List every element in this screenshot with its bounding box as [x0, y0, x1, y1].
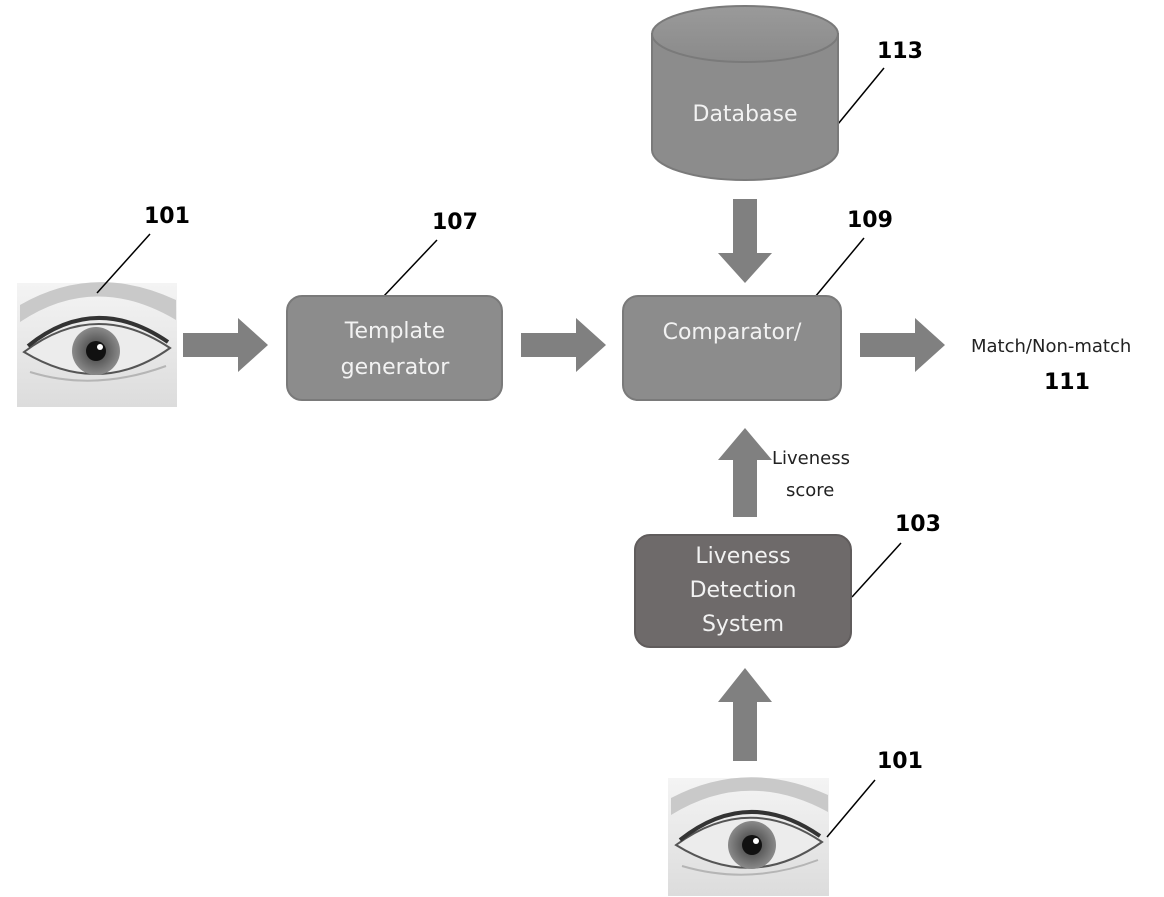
- leader-101-bottom: [826, 779, 876, 838]
- liveness-score-label-line1: Liveness: [772, 448, 850, 469]
- leader-109: [814, 237, 865, 298]
- liveness-detection-label-line3: System: [702, 612, 784, 637]
- liveness-detection-label-line2: Detection: [690, 578, 797, 603]
- arrow-right-icon: [860, 318, 945, 372]
- leader-107: [382, 239, 438, 298]
- output-label: Match/Non-match: [971, 336, 1131, 357]
- ref-101-bottom: 101: [877, 749, 923, 774]
- comparator-node: Comparator/: [622, 295, 842, 401]
- comparator-label: Comparator/: [663, 320, 802, 345]
- template-generator-label-line1: Template: [344, 319, 445, 344]
- database-label: Database: [693, 102, 798, 127]
- database-node: Database: [651, 5, 839, 181]
- arrow-down-icon: [718, 199, 772, 283]
- leader-101-top: [96, 233, 151, 294]
- liveness-detection-node: Liveness Detection System: [634, 534, 852, 648]
- ref-103: 103: [895, 512, 941, 537]
- leader-113: [837, 67, 885, 125]
- template-generator-label-line2: generator: [341, 355, 451, 380]
- eye-image-input: [17, 282, 177, 407]
- arrow-up-icon: [718, 668, 772, 761]
- arrow-right-icon: [521, 318, 606, 372]
- ref-113: 113: [877, 39, 923, 64]
- arrow-right-icon: [183, 318, 268, 372]
- ref-107: 107: [432, 210, 478, 235]
- liveness-detection-label-line1: Liveness: [695, 544, 790, 569]
- ref-111: 111: [1044, 370, 1090, 395]
- arrow-up-icon: [718, 428, 772, 517]
- ref-101-top: 101: [144, 204, 190, 229]
- liveness-score-label-line2: score: [786, 480, 834, 501]
- template-generator-node: Template generator: [286, 295, 503, 401]
- leader-103: [851, 542, 902, 598]
- database-cylinder-icon: [651, 33, 839, 181]
- eye-image-liveness-input: [668, 777, 829, 896]
- ref-109: 109: [847, 208, 893, 233]
